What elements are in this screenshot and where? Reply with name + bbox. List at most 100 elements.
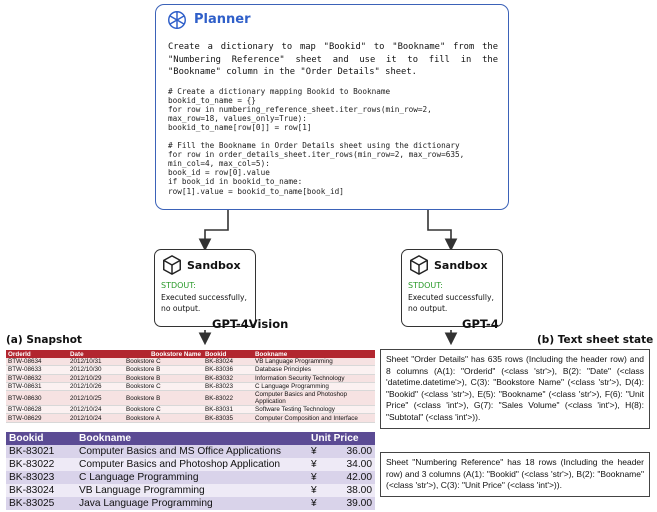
column-header: Bookid bbox=[203, 350, 253, 358]
numbering-reference-snapshot-table: Bookid Bookname Unit Price BK-83021 Comp… bbox=[6, 432, 375, 510]
table-cell: Information Security Technology bbox=[253, 374, 375, 383]
table-cell: BK-83024 bbox=[6, 484, 76, 497]
table-cell: 2012/10/30 bbox=[68, 365, 124, 375]
table-cell: 2012/10/26 bbox=[68, 382, 124, 392]
sandbox-left-box: Sandbox STDOUT: Executed successfully, n… bbox=[154, 249, 256, 327]
table-cell: BK-83023 bbox=[203, 382, 253, 392]
table-cell: BK-83024 bbox=[203, 358, 253, 367]
arrow-planner-to-sandbox-right bbox=[427, 210, 458, 252]
table-cell: Computer Basics and MS Office Applicatio… bbox=[76, 445, 308, 458]
sandbox-right-title: Sandbox bbox=[434, 259, 488, 272]
table-cell: VB Language Programming bbox=[253, 358, 375, 367]
table-cell: BK-83035 bbox=[203, 413, 253, 423]
table-row: BTW-08630 2012/10/25 Bookstore B BK-8302… bbox=[6, 390, 375, 407]
table-cell: BK-83022 bbox=[203, 390, 253, 407]
table-cell: Bookstore C bbox=[124, 405, 203, 415]
table-cell: BK-83023 bbox=[6, 471, 76, 484]
column-header: Bookid bbox=[6, 432, 76, 445]
table-cell: BK-83036 bbox=[203, 365, 253, 375]
table-cell: BK-83021 bbox=[6, 445, 76, 458]
table-cell: Computer Basics and Photoshop Applicatio… bbox=[253, 390, 375, 407]
table-row: BK-83023 C Language Programming ¥ 42.00 bbox=[6, 471, 375, 484]
model-label-gpt4vision: GPT-4Vision bbox=[212, 317, 289, 331]
table-cell: 2012/10/25 bbox=[68, 390, 124, 407]
table-cell: ¥ bbox=[308, 484, 327, 497]
table-cell: ¥ bbox=[308, 458, 327, 471]
order-details-text-state: Sheet "Order Details" has 635 rows (Incl… bbox=[380, 349, 650, 429]
table-cell: Software Testing Technology bbox=[253, 405, 375, 415]
table-cell: Bookstore B bbox=[124, 390, 203, 407]
sandbox-left-stdout-label: STDOUT: bbox=[161, 281, 196, 290]
table-cell: BTW-08630 bbox=[6, 390, 68, 407]
arrow-planner-to-sandbox-left bbox=[198, 210, 229, 252]
table-cell: 38.00 bbox=[326, 484, 375, 497]
cube-icon bbox=[163, 255, 181, 275]
table-cell: Database Principles bbox=[253, 365, 375, 375]
sandbox-right-output: Executed successfully, no output. bbox=[408, 293, 494, 313]
cube-icon bbox=[410, 255, 428, 275]
table-cell: BTW-08629 bbox=[6, 413, 68, 423]
table-cell: ¥ bbox=[308, 497, 327, 510]
table-cell: C Language Programming bbox=[253, 382, 375, 392]
table-cell: BTW-08633 bbox=[6, 365, 68, 375]
table-cell: 42.00 bbox=[326, 471, 375, 484]
table-cell: 2012/10/29 bbox=[68, 374, 124, 383]
table-cell: C Language Programming bbox=[76, 471, 308, 484]
column-header: Bookname bbox=[76, 432, 308, 445]
planner-box: Planner Create a dictionary to map "Book… bbox=[155, 4, 509, 210]
table-row: BK-83022 Computer Basics and Photoshop A… bbox=[6, 458, 375, 471]
table-cell: VB Language Programming bbox=[76, 484, 308, 497]
table-cell: Computer Composition and Interface bbox=[253, 413, 375, 423]
table-cell: Bookstore C bbox=[124, 382, 203, 392]
planner-code: # Create a dictionary mapping Bookid to … bbox=[168, 87, 465, 196]
table-cell: BK-83025 bbox=[6, 497, 76, 510]
table-cell: BTW-08631 bbox=[6, 382, 68, 392]
table-cell: Computer Basics and Photoshop Applicatio… bbox=[76, 458, 308, 471]
table-cell: 2012/10/24 bbox=[68, 405, 124, 415]
sandbox-left-output: Executed successfully, no output. bbox=[161, 293, 247, 313]
table-cell: Bookstore B bbox=[124, 365, 203, 375]
table-cell: BTW-08632 bbox=[6, 374, 68, 383]
table-header-row: OrderId Date Bookstore Name Bookid Bookn… bbox=[6, 350, 375, 358]
table-row: BTW-08629 2012/10/24 Bookstore A BK-8303… bbox=[6, 413, 375, 423]
model-label-gpt4: GPT-4 bbox=[462, 317, 499, 331]
table-cell: BK-83031 bbox=[203, 405, 253, 415]
column-header: Bookname bbox=[253, 350, 375, 358]
table-row: BK-83021 Computer Basics and MS Office A… bbox=[6, 445, 375, 458]
column-header: Bookstore Name bbox=[124, 350, 203, 358]
column-header: Date bbox=[68, 350, 124, 358]
table-row: BTW-08632 2012/10/29 Bookstore B BK-8303… bbox=[6, 374, 375, 383]
table-row: BTW-08634 2012/10/31 Bookstore C BK-8302… bbox=[6, 358, 375, 367]
section-label-snapshot: (a) Snapshot bbox=[6, 334, 82, 346]
sandbox-right-box: Sandbox STDOUT: Executed successfully, n… bbox=[401, 249, 503, 327]
table-row: BK-83025 Java Language Programming ¥ 39.… bbox=[6, 497, 375, 510]
table-cell: BK-83022 bbox=[6, 458, 76, 471]
column-header: Unit Price bbox=[308, 432, 375, 445]
planner-instruction: Create a dictionary to map "Bookid" to "… bbox=[168, 42, 498, 77]
order-details-snapshot-table: OrderId Date Bookstore Name Bookid Bookn… bbox=[6, 350, 375, 423]
sandbox-right-stdout-label: STDOUT: bbox=[408, 281, 443, 290]
table-cell: Java Language Programming bbox=[76, 497, 308, 510]
openai-logo-icon bbox=[168, 11, 186, 29]
sandbox-left-title: Sandbox bbox=[187, 259, 241, 272]
table-row: BTW-08631 2012/10/26 Bookstore C BK-8302… bbox=[6, 382, 375, 392]
table-cell: ¥ bbox=[308, 445, 327, 458]
table-cell: BTW-08634 bbox=[6, 358, 68, 367]
table-cell: Bookstore B bbox=[124, 374, 203, 383]
table-row: BTW-08628 2012/10/24 Bookstore C BK-8303… bbox=[6, 405, 375, 415]
table-header-row: Bookid Bookname Unit Price bbox=[6, 432, 375, 445]
planner-title: Planner bbox=[194, 12, 251, 27]
table-cell: BTW-08628 bbox=[6, 405, 68, 415]
table-row: BTW-08633 2012/10/30 Bookstore B BK-8303… bbox=[6, 365, 375, 375]
table-cell: Bookstore A bbox=[124, 413, 203, 423]
table-cell: 36.00 bbox=[326, 445, 375, 458]
table-cell: 39.00 bbox=[326, 497, 375, 510]
table-cell: 2012/10/24 bbox=[68, 413, 124, 423]
column-header: OrderId bbox=[6, 350, 68, 358]
numbering-reference-text-state: Sheet "Numbering Reference" has 18 rows … bbox=[380, 452, 650, 497]
table-cell: 2012/10/31 bbox=[68, 358, 124, 367]
table-cell: BK-83032 bbox=[203, 374, 253, 383]
table-cell: Bookstore C bbox=[124, 358, 203, 367]
section-label-text-state: (b) Text sheet state bbox=[537, 334, 654, 346]
